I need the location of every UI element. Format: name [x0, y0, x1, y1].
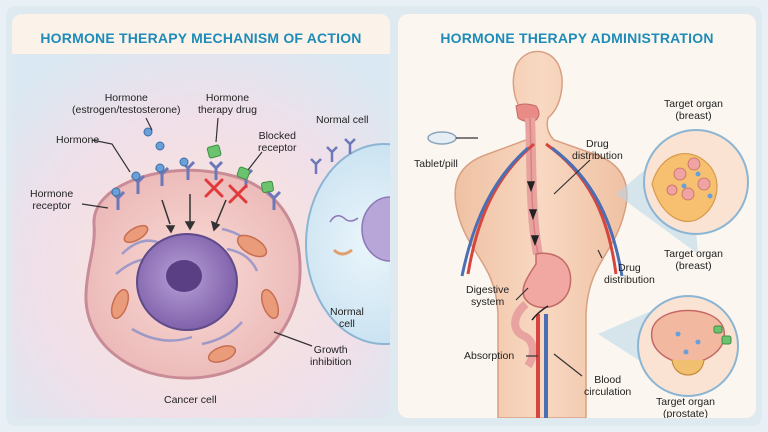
- normal-cell: [305, 138, 390, 345]
- target-prostate-label: Target organ (prostate): [656, 396, 715, 418]
- mechanism-illustration: [12, 54, 390, 418]
- drug-distribution-top-label: Drug distribution: [572, 138, 623, 162]
- target-breast-top-line1: Target organ: [664, 98, 723, 110]
- pill-icon: [427, 131, 457, 145]
- hormone-receptor-label: Hormone receptor: [30, 188, 73, 212]
- flow-arrows: [526, 181, 549, 321]
- growth-inhibition-label: Growth inhibition: [310, 344, 351, 368]
- normal-cell-label: Normal cell: [330, 306, 364, 330]
- digestive-line1: Digestive: [466, 284, 510, 296]
- growth-line1: Growth: [313, 344, 348, 356]
- drug-distribution-mid-line1: Drug: [618, 262, 641, 274]
- leader-lines: [81, 117, 313, 347]
- drug-line1: Hormone: [205, 92, 250, 104]
- hormone-label: Hormone: [56, 134, 100, 146]
- hormone-type-line2: (estrogen/testosterone): [72, 104, 181, 116]
- blood-line2: circulation: [584, 386, 632, 398]
- cancer-cell-label: Cancer cell: [164, 394, 217, 406]
- mechanism-panel: HORMONE THERAPY MECHANISM OF ACTION Horm…: [12, 14, 390, 418]
- blocked-line1: Blocked: [258, 130, 296, 142]
- target-breast-top-label: Target organ (breast): [664, 98, 723, 122]
- drug-molecules: [206, 144, 274, 193]
- normal-cell-line1: Normal: [330, 306, 364, 318]
- breast-inset: [616, 129, 749, 254]
- mitochondria: [110, 224, 280, 363]
- normal-cell-top-label: Normal cell: [316, 114, 369, 126]
- blocked-line2: receptor: [258, 142, 297, 154]
- stomach: [522, 252, 572, 309]
- target-breast-top-line2: (breast): [675, 110, 712, 122]
- administration-illustration: [427, 50, 749, 418]
- blocked-receptor-label: Blocked receptor: [258, 130, 297, 154]
- drug-distribution-top-line1: Drug: [586, 138, 609, 150]
- blood-line1: Blood: [594, 374, 622, 386]
- blood-vessels: [460, 142, 624, 418]
- hormone-type-label: Hormone (estrogen/testosterone): [72, 92, 181, 116]
- blood-circulation-label: Blood circulation: [584, 374, 631, 398]
- hormone-molecules: [111, 127, 189, 197]
- digestive-system-label: Digestive system: [466, 284, 509, 308]
- tablet-label: Tablet/pill: [414, 158, 458, 170]
- administration-panel: HORMONE THERAPY ADMINISTRATION Tablet/pi…: [398, 14, 756, 418]
- target-breast-bottom-line2: (breast): [675, 260, 712, 272]
- target-prostate-line2: (prostate): [663, 408, 708, 418]
- normal-cell-line2: cell: [339, 318, 355, 330]
- blocked-marks: [204, 178, 248, 204]
- hormone-type-line1: Hormone: [104, 92, 148, 104]
- drug-distribution-mid-line2: distribution: [604, 274, 655, 286]
- drug-line2: therapy drug: [198, 104, 257, 116]
- normal-cell-receptors: [310, 138, 356, 174]
- target-breast-bottom-line1: Target organ: [664, 248, 723, 260]
- receptor-line1: Hormone: [30, 188, 74, 200]
- digestive-line2: system: [470, 296, 505, 308]
- signal-arrows: [161, 194, 227, 234]
- mechanism-title: HORMONE THERAPY MECHANISM OF ACTION: [40, 30, 362, 46]
- absorption-label: Absorption: [464, 350, 515, 362]
- receptor-line2: receptor: [32, 200, 71, 212]
- drug-distribution-top-line2: distribution: [572, 150, 623, 162]
- human-body: [454, 50, 628, 418]
- leader-lines-right: [456, 137, 603, 377]
- administration-title: HORMONE THERAPY ADMINISTRATION: [440, 30, 714, 46]
- prostate-inset: [598, 295, 739, 397]
- drug-label: Hormone therapy drug: [198, 92, 257, 116]
- growth-line2: inhibition: [310, 356, 352, 368]
- diagram-frame: HORMONE THERAPY MECHANISM OF ACTION Horm…: [6, 6, 762, 426]
- cancer-cell: [84, 160, 302, 380]
- target-breast-bottom-label: Target organ (breast): [664, 248, 723, 272]
- drug-distribution-mid-label: Drug distribution: [604, 262, 655, 286]
- nucleolus: [166, 260, 202, 292]
- target-prostate-line1: Target organ: [656, 396, 715, 408]
